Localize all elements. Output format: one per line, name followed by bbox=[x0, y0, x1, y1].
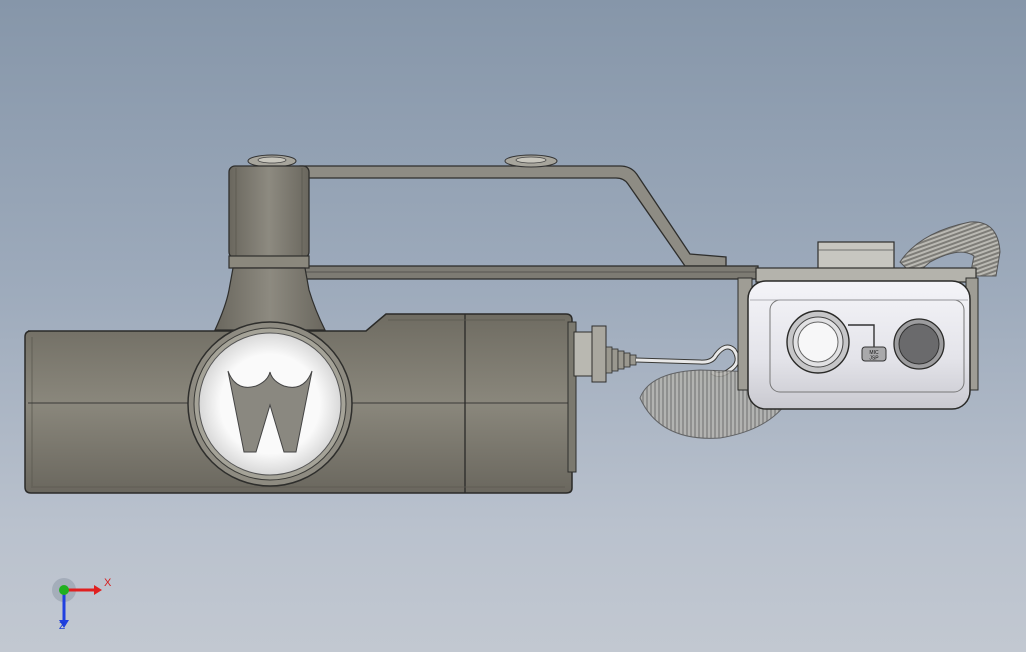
upper-bracket[interactable] bbox=[299, 165, 759, 280]
y-axis-dot bbox=[59, 585, 69, 595]
microphone-unit[interactable] bbox=[747, 280, 971, 410]
axis-triad bbox=[52, 578, 102, 628]
volume-knob[interactable] bbox=[893, 318, 945, 370]
bracket-screw-right bbox=[504, 154, 558, 168]
rear-connector bbox=[573, 325, 637, 383]
mode-switch[interactable]: MIC JSP bbox=[848, 324, 887, 362]
switch-label-bottom: JSP bbox=[869, 356, 879, 362]
bracket-screw-left bbox=[247, 154, 297, 168]
x-axis-label: X bbox=[104, 577, 112, 589]
mount-clamp[interactable] bbox=[214, 165, 326, 331]
ptt-button[interactable] bbox=[786, 310, 850, 374]
switch-label-top: MIC bbox=[869, 350, 879, 356]
logo-badge bbox=[187, 321, 353, 487]
z-axis-label: Z bbox=[59, 621, 66, 632]
logo-w-icon bbox=[227, 370, 313, 453]
coiled-cord-upper bbox=[899, 221, 1001, 277]
